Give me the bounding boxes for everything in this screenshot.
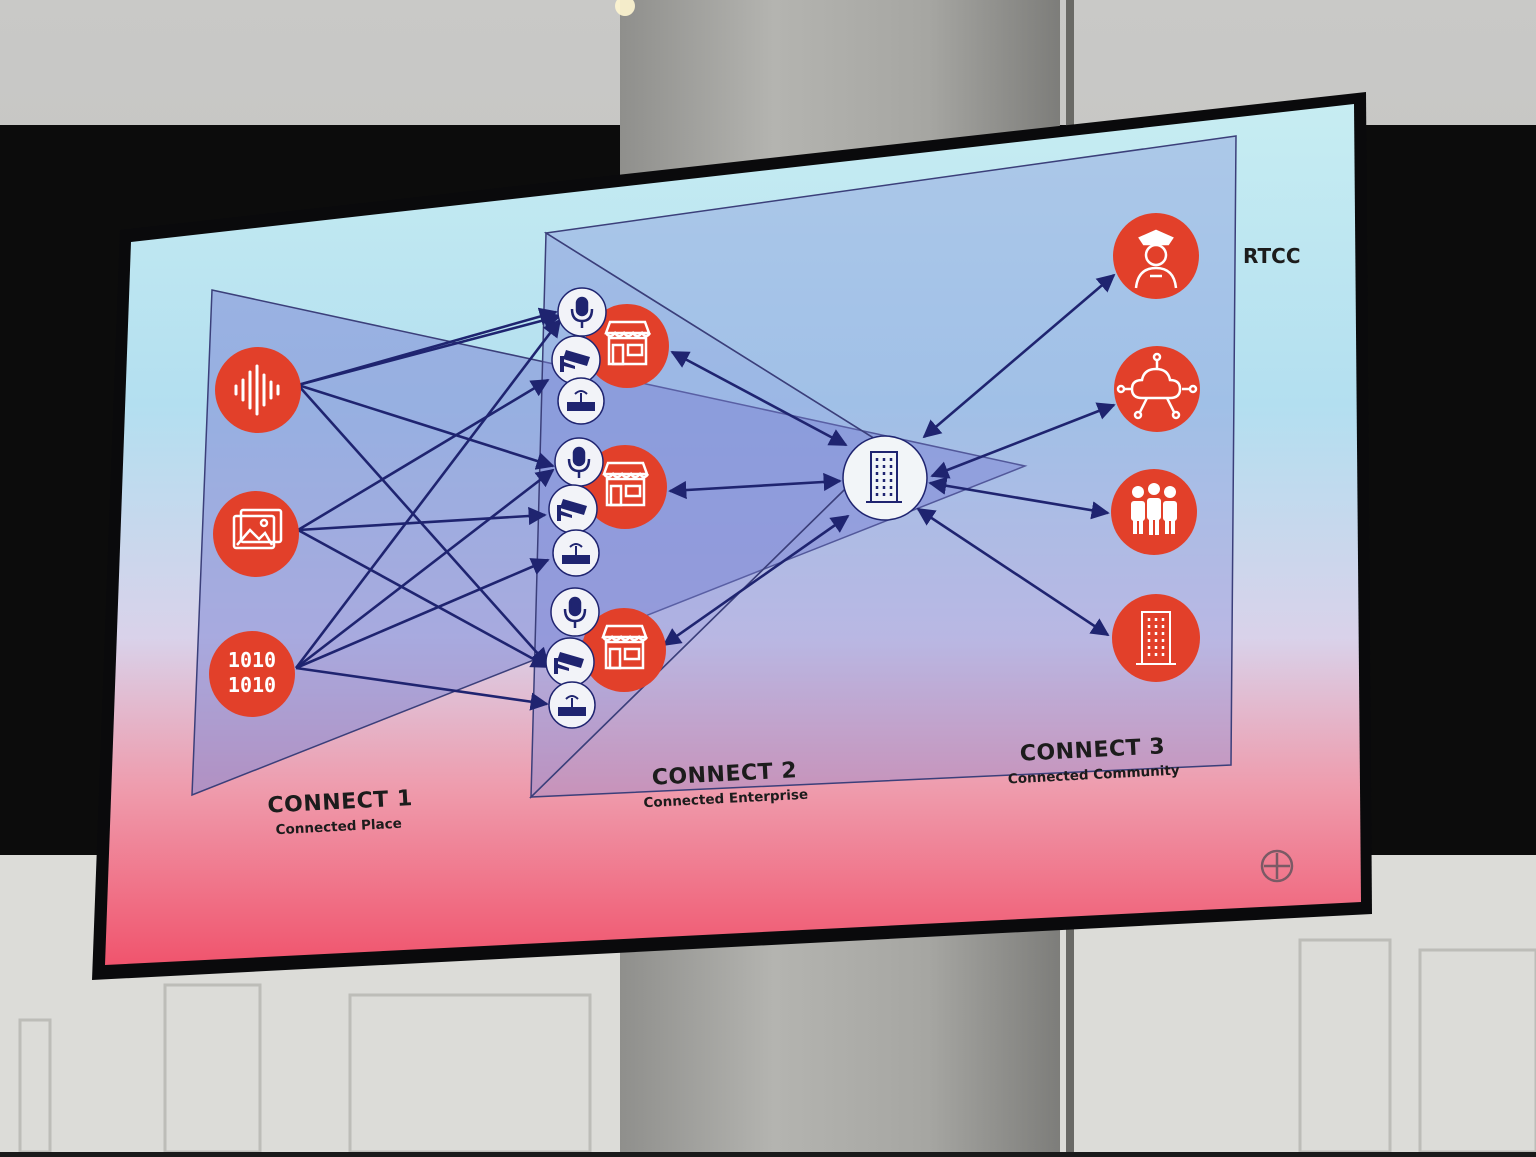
- audio-waveform-icon: [234, 364, 280, 416]
- people-group-icon: [1131, 483, 1177, 535]
- storefront-icon: [604, 320, 652, 366]
- slide-content: 1010 1010: [191, 135, 1294, 883]
- store-group-1: [551, 287, 669, 425]
- community-node-people: [1111, 469, 1197, 555]
- binary-data-icon: 1010: [228, 648, 276, 672]
- source-node-binary: 1010 1010: [209, 631, 295, 717]
- corner-logo-icon: [1260, 849, 1294, 883]
- connect2-label: CONNECT 2 Connected Enterprise: [634, 757, 816, 811]
- hub-node: [842, 435, 928, 521]
- source-node-audio: [215, 347, 301, 433]
- microphone-icon: [570, 296, 594, 328]
- community-node-police: [1113, 213, 1199, 299]
- police-officer-icon: [1134, 229, 1178, 289]
- wireless-router-icon: [562, 543, 590, 564]
- cloud-network-icon: [1116, 352, 1198, 420]
- storefront-icon: [601, 624, 649, 670]
- image-gallery-icon: [232, 508, 283, 550]
- storefront-icon: [602, 461, 650, 507]
- rtcc-label: RTCC: [1243, 244, 1301, 268]
- hub-arrows: [662, 273, 1116, 647]
- security-camera-icon: [557, 499, 587, 521]
- connect1-label: CONNECT 1 Connected Place: [267, 786, 413, 838]
- wireless-router-icon: [558, 695, 586, 716]
- device-stack: [545, 587, 600, 729]
- wireless-router-icon: [567, 390, 595, 411]
- ceiling-light: [615, 0, 635, 16]
- microphone-icon: [567, 446, 591, 478]
- source-node-image: [213, 491, 299, 577]
- security-camera-icon: [560, 350, 590, 372]
- office-building-icon: [866, 451, 902, 503]
- device-stack: [548, 437, 604, 577]
- security-camera-icon: [554, 652, 584, 674]
- source-arrows: [294, 307, 562, 711]
- community-node-cloud: [1114, 346, 1200, 432]
- store-group-2: [548, 437, 667, 577]
- store-group-3: [545, 587, 666, 729]
- microphone-icon: [563, 596, 587, 628]
- binary-data-icon-line2: 1010: [228, 673, 276, 697]
- device-stack: [551, 287, 607, 425]
- community-node-building: [1112, 594, 1200, 682]
- office-building-icon: [1136, 611, 1176, 665]
